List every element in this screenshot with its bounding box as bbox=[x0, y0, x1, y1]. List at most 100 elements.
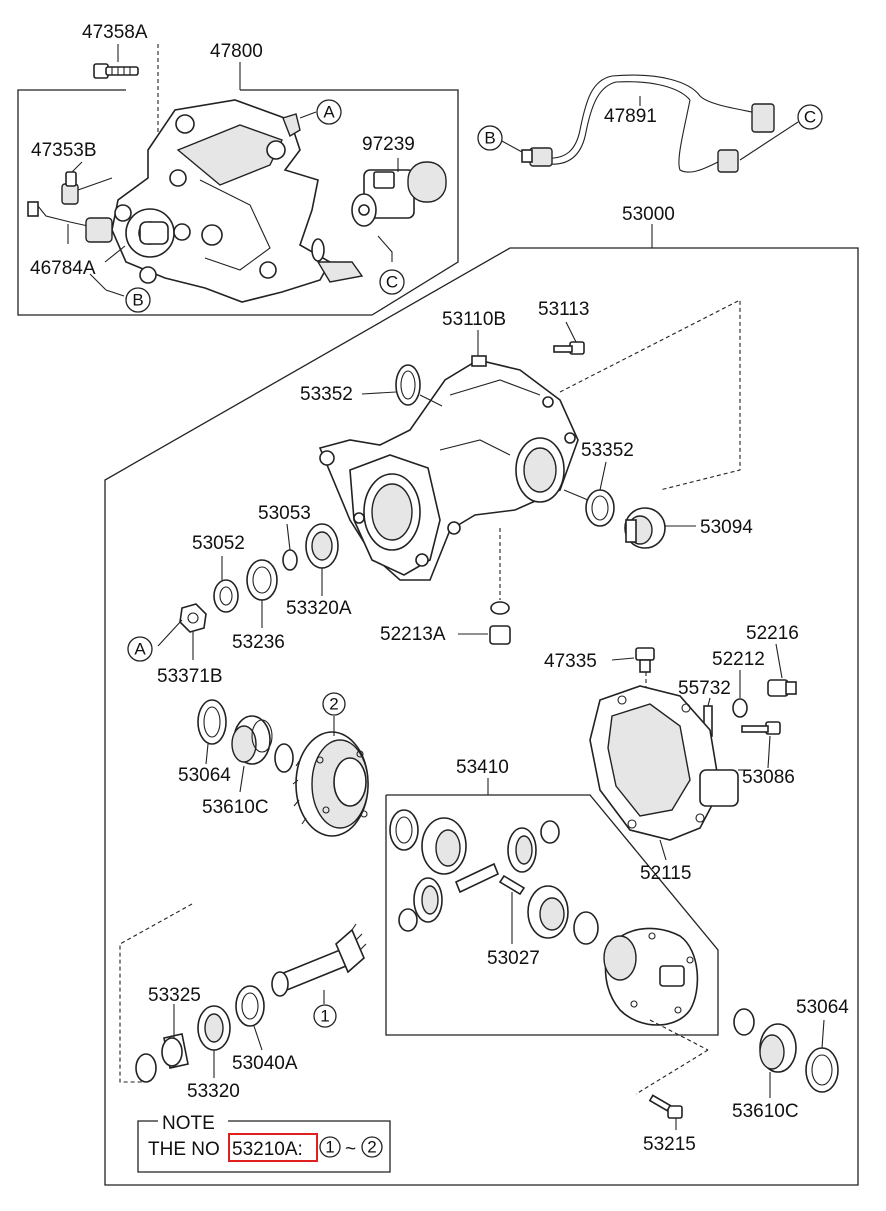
pinion-gear-top bbox=[507, 827, 537, 873]
callout-A-nut: A bbox=[127, 636, 153, 662]
washer-top-right bbox=[540, 820, 560, 844]
bearing-53610C-left bbox=[231, 715, 273, 793]
label-53352-left: 53352 bbox=[300, 384, 353, 405]
harness-47891 bbox=[499, 74, 799, 173]
svg-text:A: A bbox=[323, 103, 335, 122]
washer-bottom-left bbox=[398, 908, 418, 932]
label-53410: 53410 bbox=[456, 757, 509, 778]
note-box bbox=[137, 1120, 391, 1173]
callout-A-top: A bbox=[316, 99, 342, 125]
flange-53094 bbox=[624, 507, 696, 549]
label-53040A: 53040A bbox=[232, 1053, 298, 1074]
rear-cover-52115 bbox=[589, 685, 745, 861]
spacer-53325 bbox=[161, 1004, 189, 1069]
highlight-box bbox=[228, 1133, 318, 1162]
shim-53236 bbox=[246, 559, 278, 628]
note-title: NOTE bbox=[162, 1113, 215, 1134]
seal-53352-left bbox=[361, 364, 443, 407]
label-53053: 53053 bbox=[258, 503, 311, 524]
label-53236: 53236 bbox=[232, 632, 285, 653]
side-gear-bottom bbox=[527, 885, 569, 939]
callout-2-ring-gear: 2 bbox=[322, 692, 346, 716]
svg-text:1: 1 bbox=[320, 1007, 329, 1026]
label-53320: 53320 bbox=[187, 1081, 240, 1102]
seal-53064-right bbox=[805, 1019, 839, 1093]
label-97239: 97239 bbox=[362, 134, 415, 155]
oring-53053 bbox=[282, 523, 298, 571]
diff-carrier-53110B bbox=[318, 330, 579, 581]
label-47335: 47335 bbox=[544, 651, 597, 672]
callout-C-left: C bbox=[379, 269, 405, 295]
actuator-97239 bbox=[351, 158, 447, 262]
label-52216: 52216 bbox=[746, 623, 799, 644]
nut-53371B bbox=[157, 603, 207, 660]
shim-53040A bbox=[235, 985, 265, 1051]
bearing-53610C-right bbox=[759, 1023, 797, 1098]
transfer-case-housing bbox=[111, 99, 364, 303]
bolt-47358A bbox=[93, 44, 139, 79]
seal-bottom-left bbox=[135, 1053, 157, 1083]
connector-46784A bbox=[27, 201, 126, 263]
plug-52213A bbox=[458, 528, 511, 645]
label-52213A: 52213A bbox=[380, 624, 446, 645]
seal-53064-left bbox=[197, 699, 227, 765]
svg-text:C: C bbox=[804, 108, 816, 127]
pinion-gear-bottom bbox=[413, 877, 443, 923]
note-prefix: THE NO bbox=[148, 1139, 220, 1160]
label-53064-right: 53064 bbox=[796, 997, 849, 1018]
bolt-53113 bbox=[553, 321, 585, 355]
label-55732: 55732 bbox=[678, 678, 731, 699]
label-53610C-right: 53610C bbox=[732, 1101, 799, 1122]
gasket-52212 bbox=[732, 670, 748, 718]
svg-text:2: 2 bbox=[367, 1138, 376, 1157]
ring-small-left bbox=[274, 743, 294, 773]
svg-text:A: A bbox=[134, 640, 146, 659]
label-53000: 53000 bbox=[622, 204, 675, 225]
label-53027: 53027 bbox=[487, 948, 540, 969]
label-53352-right: 53352 bbox=[581, 440, 634, 461]
label-53113: 53113 bbox=[538, 299, 589, 320]
box-53410 bbox=[385, 778, 719, 1036]
part-labels: 47358A 47800 47353B 97239 46784A 47891 5… bbox=[30, 22, 849, 1155]
label-47353B: 47353B bbox=[31, 140, 97, 161]
side-gear-top bbox=[421, 817, 467, 875]
box-47800 bbox=[17, 62, 459, 316]
label-53110B: 53110B bbox=[442, 309, 506, 330]
label-47891: 47891 bbox=[604, 106, 657, 127]
label-53086: 53086 bbox=[742, 767, 795, 788]
label-53052: 53052 bbox=[192, 533, 245, 554]
vent-47335 bbox=[611, 647, 655, 712]
callout-B-harness: B bbox=[477, 125, 503, 151]
note-callout-1: 1 bbox=[319, 1136, 341, 1158]
label-46784A: 46784A bbox=[30, 258, 96, 279]
washer-53052 bbox=[213, 556, 239, 613]
bearing-53320 bbox=[197, 1005, 231, 1078]
bolt-53215 bbox=[648, 1094, 683, 1130]
side-gear-washer-top bbox=[389, 809, 419, 851]
label-53094: 53094 bbox=[700, 517, 753, 538]
callout-C-harness: C bbox=[797, 104, 823, 130]
box-53000 bbox=[104, 224, 859, 1186]
svg-text:2: 2 bbox=[329, 695, 338, 714]
note-tilde: ~ bbox=[345, 1139, 356, 1160]
callout-1-pinion: 1 bbox=[313, 1004, 337, 1028]
label-53371B: 53371B bbox=[157, 666, 223, 687]
diff-case bbox=[603, 927, 699, 1026]
label-53215: 53215 bbox=[643, 1134, 696, 1155]
bearing-53320A bbox=[305, 523, 339, 596]
side-gear-washer-bottom bbox=[573, 911, 599, 945]
svg-text:1: 1 bbox=[325, 1138, 334, 1157]
note-callout-2: 2 bbox=[361, 1136, 383, 1158]
bolt-53086 bbox=[741, 721, 781, 769]
callout-B-left: B bbox=[125, 287, 151, 313]
label-47358A: 47358A bbox=[82, 22, 148, 43]
pinion-shaft bbox=[454, 862, 500, 894]
drive-pinion bbox=[271, 923, 367, 1004]
svg-text:B: B bbox=[484, 129, 495, 148]
ring-small-right bbox=[733, 1008, 755, 1036]
label-53064-left: 53064 bbox=[178, 765, 231, 786]
label-53325: 53325 bbox=[148, 985, 201, 1006]
label-52115: 52115 bbox=[640, 863, 691, 884]
sensor-47353B bbox=[61, 161, 113, 205]
